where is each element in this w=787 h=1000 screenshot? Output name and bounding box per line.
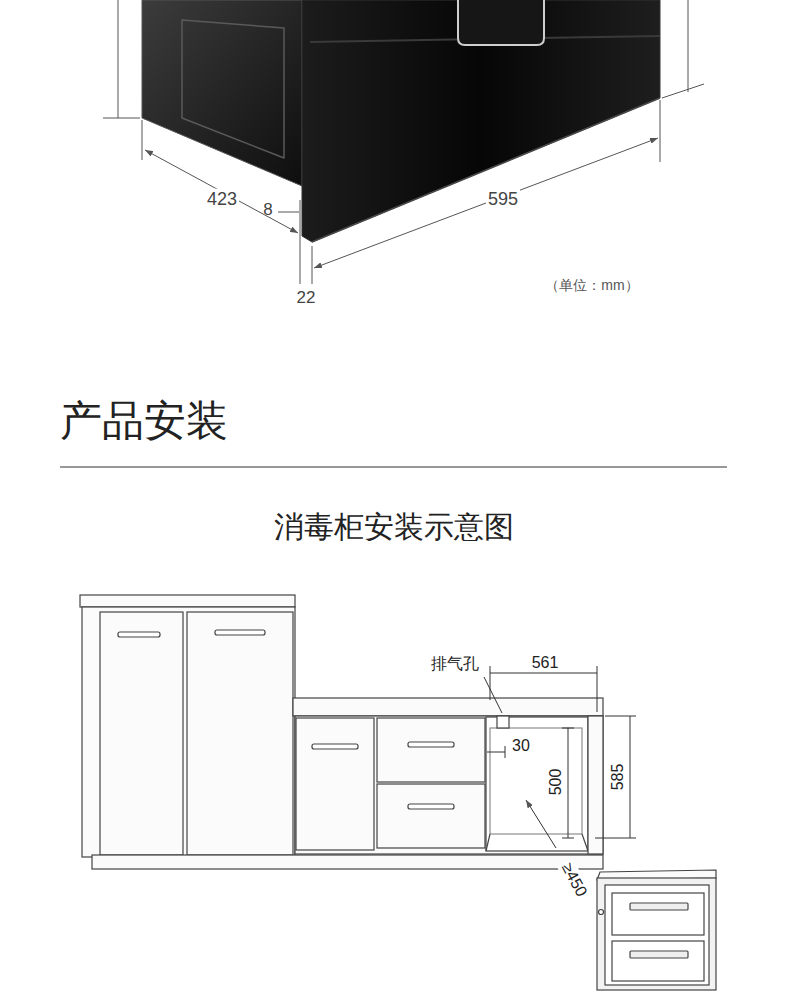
dimension-lines: [103, 0, 704, 284]
unit-note: （单位：mm）: [545, 277, 638, 293]
dimension-number: 22: [297, 288, 316, 308]
installation-drawing: [80, 595, 716, 990]
section-heading: 产品安装: [60, 397, 228, 445]
heading-rule: [60, 466, 727, 467]
part-label: 排气孔: [431, 655, 479, 673]
product-view: [142, 0, 660, 242]
dimension-number: 8: [263, 200, 272, 220]
dimension-number: 585: [609, 762, 627, 793]
dimension-number: 595: [486, 189, 520, 210]
dimension-number: 30: [512, 737, 530, 755]
dimension-number: 500: [547, 767, 565, 798]
installation-dimensions: [484, 666, 636, 848]
dimension-number: 561: [530, 654, 561, 672]
diagram-caption: 消毒柜安装示意图: [274, 510, 514, 545]
dimension-number: 423: [205, 189, 239, 210]
